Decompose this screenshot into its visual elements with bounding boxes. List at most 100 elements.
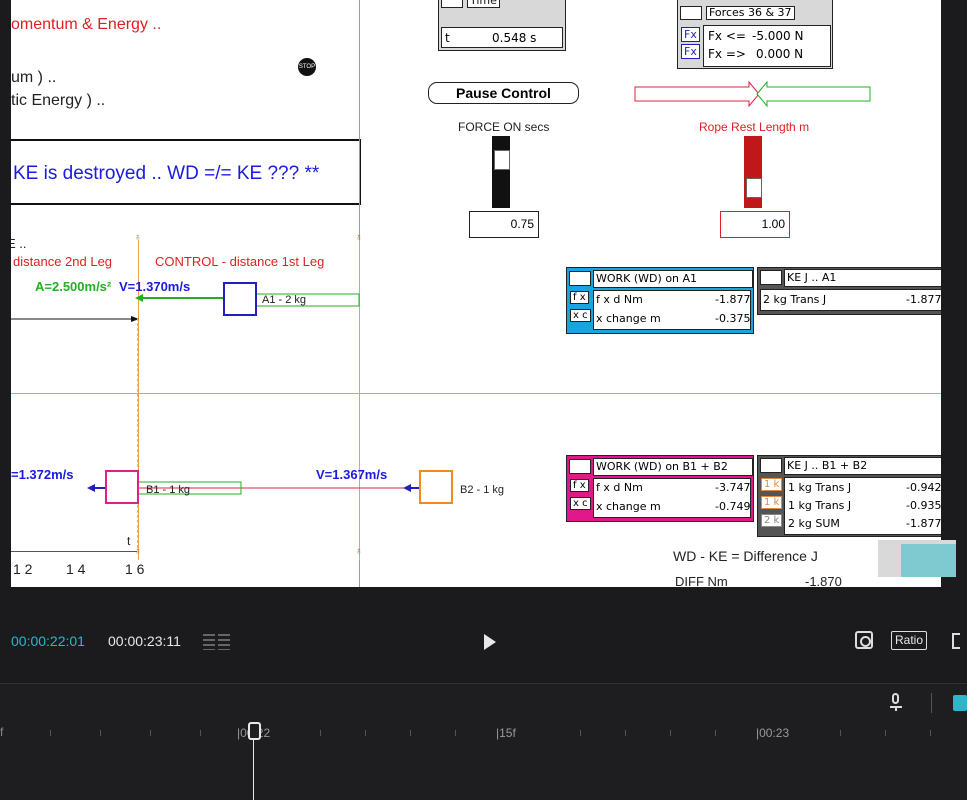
row-value: -3.747 [715, 481, 751, 494]
microphone-icon[interactable] [889, 693, 903, 713]
stop-sign-label: STOP [298, 64, 316, 70]
velocity-a1: V=1.370m/s [119, 279, 191, 294]
info-banner: KE is destroyed .. WD =/= KE ??? ** [11, 139, 361, 205]
slider-thumb[interactable] [494, 150, 510, 170]
time-panel: Time t 0.548 s [438, 0, 566, 51]
zoom-fit-icon[interactable] [855, 631, 873, 649]
arrow-right-icon [569, 271, 591, 286]
rope-length-label: Rope Rest Length m [699, 120, 810, 134]
tick [580, 730, 581, 736]
tick [670, 730, 671, 736]
axis-label-14: 1 4 [66, 561, 86, 577]
work-a1-panel: WORK (WD) on A1 f x x c f x d Nm -1.877 … [566, 267, 754, 334]
row-label: 2 kg Trans J [763, 293, 827, 306]
ke-b-title: KE J .. B1 + B2 [784, 457, 941, 475]
ke-a1-panel: KE J .. A1 2 kg Trans J -1.877 [757, 267, 941, 315]
pivot-marker-icon: ♁ [134, 546, 142, 557]
row-label: 2 kg SUM [788, 517, 840, 530]
stop-sign-icon[interactable]: STOP [298, 58, 316, 76]
player-controls: 00:00:22:01 00:00:23:11 Ratio [0, 597, 967, 682]
tick [200, 730, 201, 736]
kg-tag[interactable]: 1 k [761, 496, 783, 509]
playhead-handle[interactable] [248, 722, 261, 740]
fx-tag[interactable]: f x [570, 291, 589, 304]
slider-thumb[interactable] [746, 178, 762, 198]
row-value: -0.942 [906, 481, 941, 494]
force-value: 0.000 N [756, 47, 804, 61]
fx-tag[interactable]: f x [570, 479, 589, 492]
row-value: -1.877 [715, 293, 751, 306]
work-b-readout [593, 478, 751, 518]
play-icon[interactable] [484, 634, 496, 650]
tick [715, 730, 716, 736]
pivot-marker-icon: ♁ [134, 232, 142, 243]
arrow-right-icon [680, 6, 702, 20]
mass-b1[interactable] [105, 470, 139, 504]
row-value: -0.935 [906, 499, 941, 512]
diff-value: -1.870 [805, 574, 842, 587]
mass-b2[interactable] [419, 470, 453, 504]
row-label: f x d Nm [596, 293, 643, 306]
force-on-slider[interactable] [492, 136, 510, 208]
timeline-marker: f [0, 725, 4, 739]
force-on-label: FORCE ON secs [458, 120, 550, 134]
rope-length-value[interactable]: 1.00 [720, 211, 790, 238]
xc-tag[interactable]: x c [570, 497, 591, 510]
work-a1-title: WORK (WD) on A1 [593, 270, 753, 288]
force-arrows-graphic [634, 80, 871, 108]
preview-thumbnail[interactable] [878, 540, 956, 577]
mass-a1[interactable] [223, 282, 257, 316]
tick [50, 730, 51, 736]
orange-guide-line-right [359, 240, 360, 560]
b2-label: B2 - 1 kg [460, 484, 505, 496]
b1-label: B1 - 1 kg [146, 484, 191, 496]
force-on-value[interactable]: 0.75 [469, 211, 539, 238]
time-label: t [445, 31, 450, 45]
ke-b-panel: KE J .. B1 + B2 1 k 1 k 2 k 1 kg Trans J… [757, 455, 941, 537]
ke-a1-title: KE J .. A1 [784, 269, 941, 287]
axis-t-label: t [127, 534, 131, 548]
marker-label: 15f [499, 726, 516, 740]
axis-label-16: 1 6 [125, 561, 145, 577]
label-1st-leg: CONTROL - distance 1st Leg [155, 254, 325, 269]
rope-length-slider[interactable] [744, 136, 762, 208]
arrow-right-icon [760, 458, 782, 473]
horizontal-guide-line [11, 393, 941, 394]
row-label: f x d Nm [596, 481, 643, 494]
row-value: -0.749 [715, 500, 751, 513]
ratio-button[interactable]: Ratio [891, 631, 928, 650]
tick [455, 730, 456, 736]
row-label: 1 kg Trans J [788, 481, 852, 494]
preview-thumbnail-fill [901, 544, 956, 577]
timeline[interactable]: f |00:22 |15f |00:23 [0, 683, 967, 800]
tick [885, 730, 886, 736]
grid-list-icon[interactable] [203, 634, 231, 650]
tick [100, 730, 101, 736]
fx-tag[interactable]: Fx [681, 27, 700, 42]
arrow-right-icon [569, 459, 591, 474]
pause-control-button[interactable]: Pause Control [428, 82, 579, 104]
ke-a1-readout [760, 289, 941, 311]
forces-readout [703, 25, 831, 67]
fx-tag[interactable]: Fx [681, 44, 700, 59]
row-value: -1.877 [906, 517, 941, 530]
kg-tag[interactable]: 2 k [761, 514, 783, 527]
track-toggle-icon[interactable] [953, 695, 967, 711]
tick [410, 730, 411, 736]
forces-panel: Forces 36 & 37 Fx Fx Fx <= -5.000 N Fx =… [677, 0, 833, 69]
orange-guide-line [138, 240, 139, 560]
playhead-line[interactable] [253, 724, 254, 800]
axis-label-12: 1 2 [13, 561, 33, 577]
ke-b-readout [784, 477, 941, 535]
ruler-line [11, 551, 137, 552]
text-line-um: um ) .. [11, 69, 57, 86]
fullscreen-icon[interactable] [950, 631, 967, 649]
time-readout: t 0.548 s [441, 27, 563, 48]
work-a1-readout [593, 290, 751, 330]
tick [365, 730, 366, 736]
xc-tag[interactable]: x c [570, 309, 591, 322]
video-viewer: omentum & Energy .. um ) .. tic Energy )… [11, 0, 956, 587]
current-time: 00:00:22:01 [11, 633, 85, 649]
kg-tag[interactable]: 1 k [761, 478, 783, 491]
velocity-b1: =1.372m/s [11, 467, 74, 482]
